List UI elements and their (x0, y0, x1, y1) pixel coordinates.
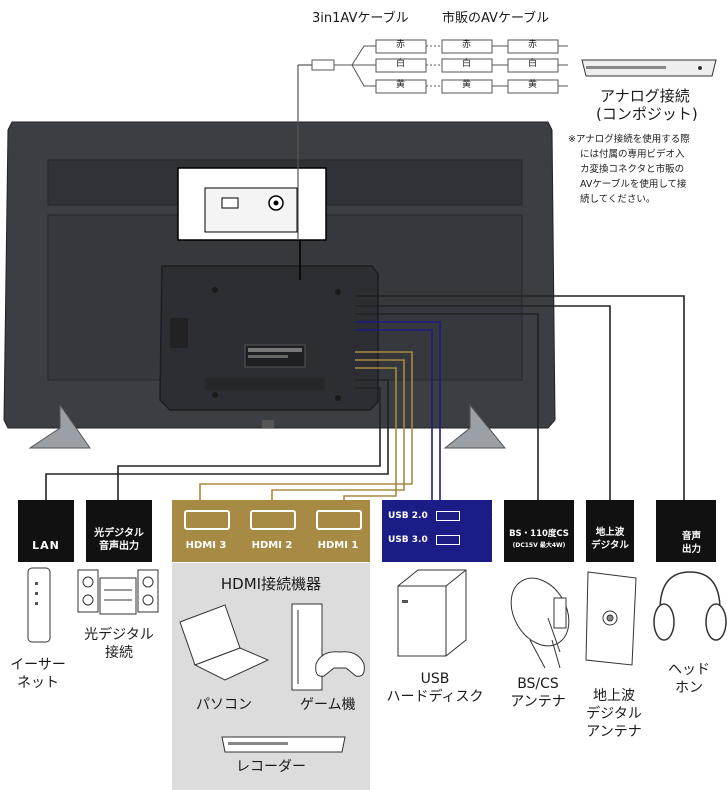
bs-antenna-icon (510, 577, 570, 669)
audio-system-icon (77, 569, 159, 615)
bs-antenna-label-1: BS/CS (517, 676, 559, 692)
headphone-label-2: ホン (675, 680, 703, 696)
port-hdmi2-label: HDMI 2 (251, 540, 293, 551)
jack-red-1: 赤 (396, 40, 406, 50)
jack-white-1: 白 (396, 59, 406, 69)
jack-yellow-2: 黄 (462, 80, 472, 90)
pc-label: パソコン (196, 697, 252, 713)
port-audio-out: 音声 出力 (656, 500, 716, 562)
jack-yellow-1: 黄 (396, 80, 406, 90)
analog-note-3: カ変換コネクタと市販の (580, 164, 685, 175)
av-jack-zoom (177, 167, 327, 280)
optical-conn-label-1: 光デジタル (84, 627, 154, 643)
port-usb3-label: USB 3.0 (388, 535, 428, 545)
hdmi2-port-icon (250, 510, 296, 530)
cable-market-label: 市販のAVケーブル (442, 11, 550, 26)
port-optical: 光デジタル 音声出力 (86, 500, 152, 562)
av-cables (297, 39, 568, 240)
port-terrestrial-label-2: デジタル (591, 540, 629, 551)
hdmi1-port-icon (316, 510, 362, 530)
terr-antenna-label-1: 地上波 (593, 688, 635, 704)
analog-note-4: AVケーブルを使用して接 (580, 179, 687, 190)
ethernet-device-icon (27, 567, 51, 643)
usb-hdd-label-1: USB (420, 671, 450, 687)
hdmi-group-bg (172, 563, 370, 790)
port-terrestrial-label-1: 地上波 (595, 527, 625, 538)
terrestrial-plate-icon (585, 571, 637, 666)
port-audio-label-2: 出力 (682, 544, 702, 555)
optical-conn-label-2: 接続 (105, 645, 133, 661)
game-console-icon (291, 603, 365, 691)
headphone-label-1: ヘッド (668, 662, 710, 678)
port-optical-label-1: 光デジタル (94, 528, 144, 539)
usb3-port-icon (436, 535, 460, 545)
port-usb-side-label: (DC5V 最大1.0A) 録画専用 (490, 489, 499, 575)
port-hdmi3-label: HDMI 3 (185, 540, 227, 551)
port-optical-label-2: 音声出力 (99, 541, 139, 552)
ethernet-label-1: イーサー (10, 657, 66, 673)
jack-red-3: 赤 (528, 40, 538, 50)
analog-title-2: (コンポジット) (596, 105, 698, 123)
hdmi3-port-icon (184, 510, 230, 530)
analog-player-icon (581, 59, 717, 77)
usb-hdd-icon (397, 569, 467, 657)
terr-antenna-label-3: アンテナ (586, 724, 642, 740)
port-usb-group: USB 2.0 USB 3.0 (DC5V 最大1.0A) 録画専用 (382, 489, 499, 575)
analog-title-1: アナログ接続 (600, 87, 690, 105)
analog-note-2: には付属の専用ビデオ入 (580, 149, 685, 160)
ethernet-label-2: ネット (17, 675, 59, 691)
port-hdmi-group: HDMI 3 HDMI 2 HDMI 1 (172, 500, 370, 562)
cable-3in1-label: 3in1AVケーブル (312, 11, 409, 26)
port-cables (45, 295, 685, 500)
usb2-port-icon (436, 511, 460, 521)
port-lan-label: LAN (32, 539, 60, 552)
laptop-icon (179, 604, 270, 681)
bs-antenna-label-2: アンテナ (510, 694, 566, 710)
port-bs: BS・110度CS (DC15V 最大4W) (504, 500, 574, 562)
hdmi-group-title: HDMI接続機器 (220, 575, 322, 593)
port-bs-sub-label: (DC15V 最大4W) (512, 542, 566, 549)
headphone-icon (653, 571, 727, 641)
recorder-icon (221, 736, 346, 753)
terr-antenna-label-2: デジタル (586, 706, 642, 722)
analog-note-5: 続してください。 (580, 194, 656, 205)
tv-back (3, 121, 556, 449)
game-label: ゲーム機 (300, 697, 356, 713)
recorder-label: レコーダー (236, 759, 306, 775)
jack-white-2: 白 (462, 59, 472, 69)
port-terrestrial: 地上波 デジタル (586, 500, 634, 562)
jack-red-2: 赤 (462, 40, 472, 50)
analog-note-1: ※アナログ接続を使用する際 (568, 134, 690, 145)
jack-white-3: 白 (528, 59, 538, 69)
port-bs-label: BS・110度CS (509, 529, 569, 539)
port-lan: LAN (18, 500, 74, 562)
port-hdmi1-label: HDMI 1 (317, 540, 359, 551)
usb-hdd-label-2: ハードディスク (386, 689, 484, 705)
port-audio-label-1: 音声 (682, 531, 702, 542)
jack-yellow-3: 黄 (528, 80, 538, 90)
port-usb2-label: USB 2.0 (388, 511, 428, 521)
